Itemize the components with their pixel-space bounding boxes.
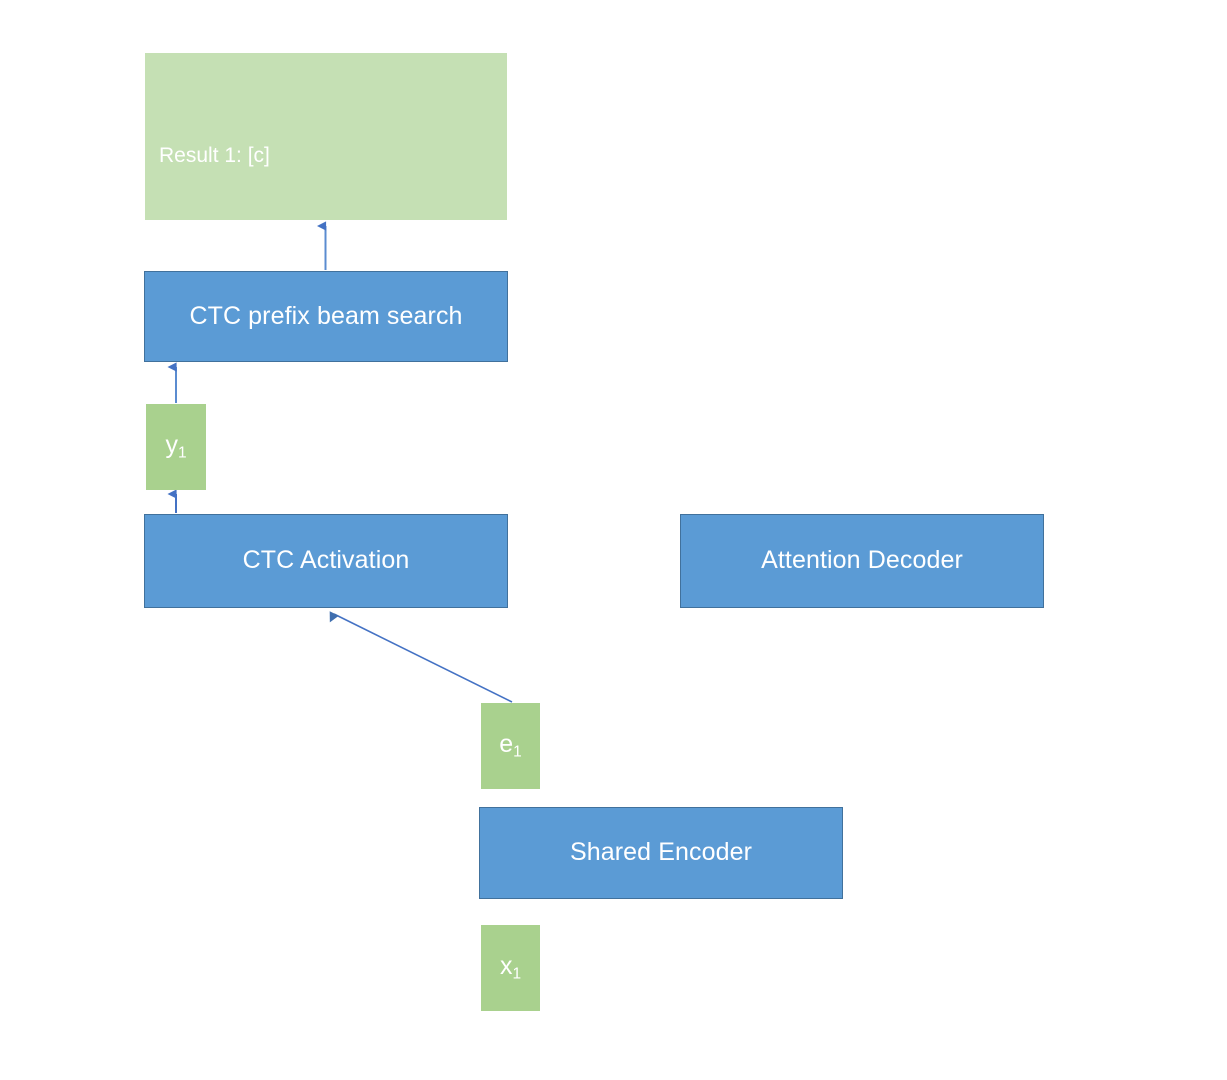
node-label-x1-base: x — [499, 952, 513, 981]
node-label-e1-subscript: 1 — [513, 743, 522, 761]
node-label-shared-encoder: Shared Encoder — [569, 838, 753, 867]
node-label-x1-subscript: 1 — [512, 965, 522, 983]
result-line-1: Result 1: [c] — [159, 144, 270, 168]
node-shared-encoder[interactable]: Shared Encoder — [479, 807, 843, 899]
node-y1[interactable]: y1 — [146, 404, 206, 490]
node-e1[interactable]: e1 — [481, 703, 540, 789]
result-line-2: Result 2: [k] — [159, 241, 270, 265]
node-label-ctc-activation: CTC Activation — [242, 546, 410, 575]
node-ctc-prefix-beam-search[interactable]: CTC prefix beam search — [144, 271, 508, 362]
node-ctc-activation[interactable]: CTC Activation — [144, 514, 508, 608]
node-label-y1-subscript: 1 — [177, 444, 187, 462]
node-label-y1: y1 — [165, 431, 186, 462]
edge-e1-to-ctcactivation — [329, 611, 513, 703]
results-panel: Result 1: [c] Result 2: [k] ... Result N… — [145, 53, 507, 460]
node-x1[interactable]: x1 — [481, 925, 540, 1011]
node-label-ctc-prefix-beam-search: CTC prefix beam search — [189, 301, 463, 330]
node-label-e1-base: e — [499, 730, 514, 759]
node-label-x1: x1 — [500, 952, 521, 983]
node-label-e1: e1 — [499, 730, 522, 761]
node-label-attention-decoder: Attention Decoder — [761, 546, 963, 575]
node-label-y1-base: y — [165, 431, 178, 460]
node-attention-decoder[interactable]: Attention Decoder — [680, 514, 1044, 608]
